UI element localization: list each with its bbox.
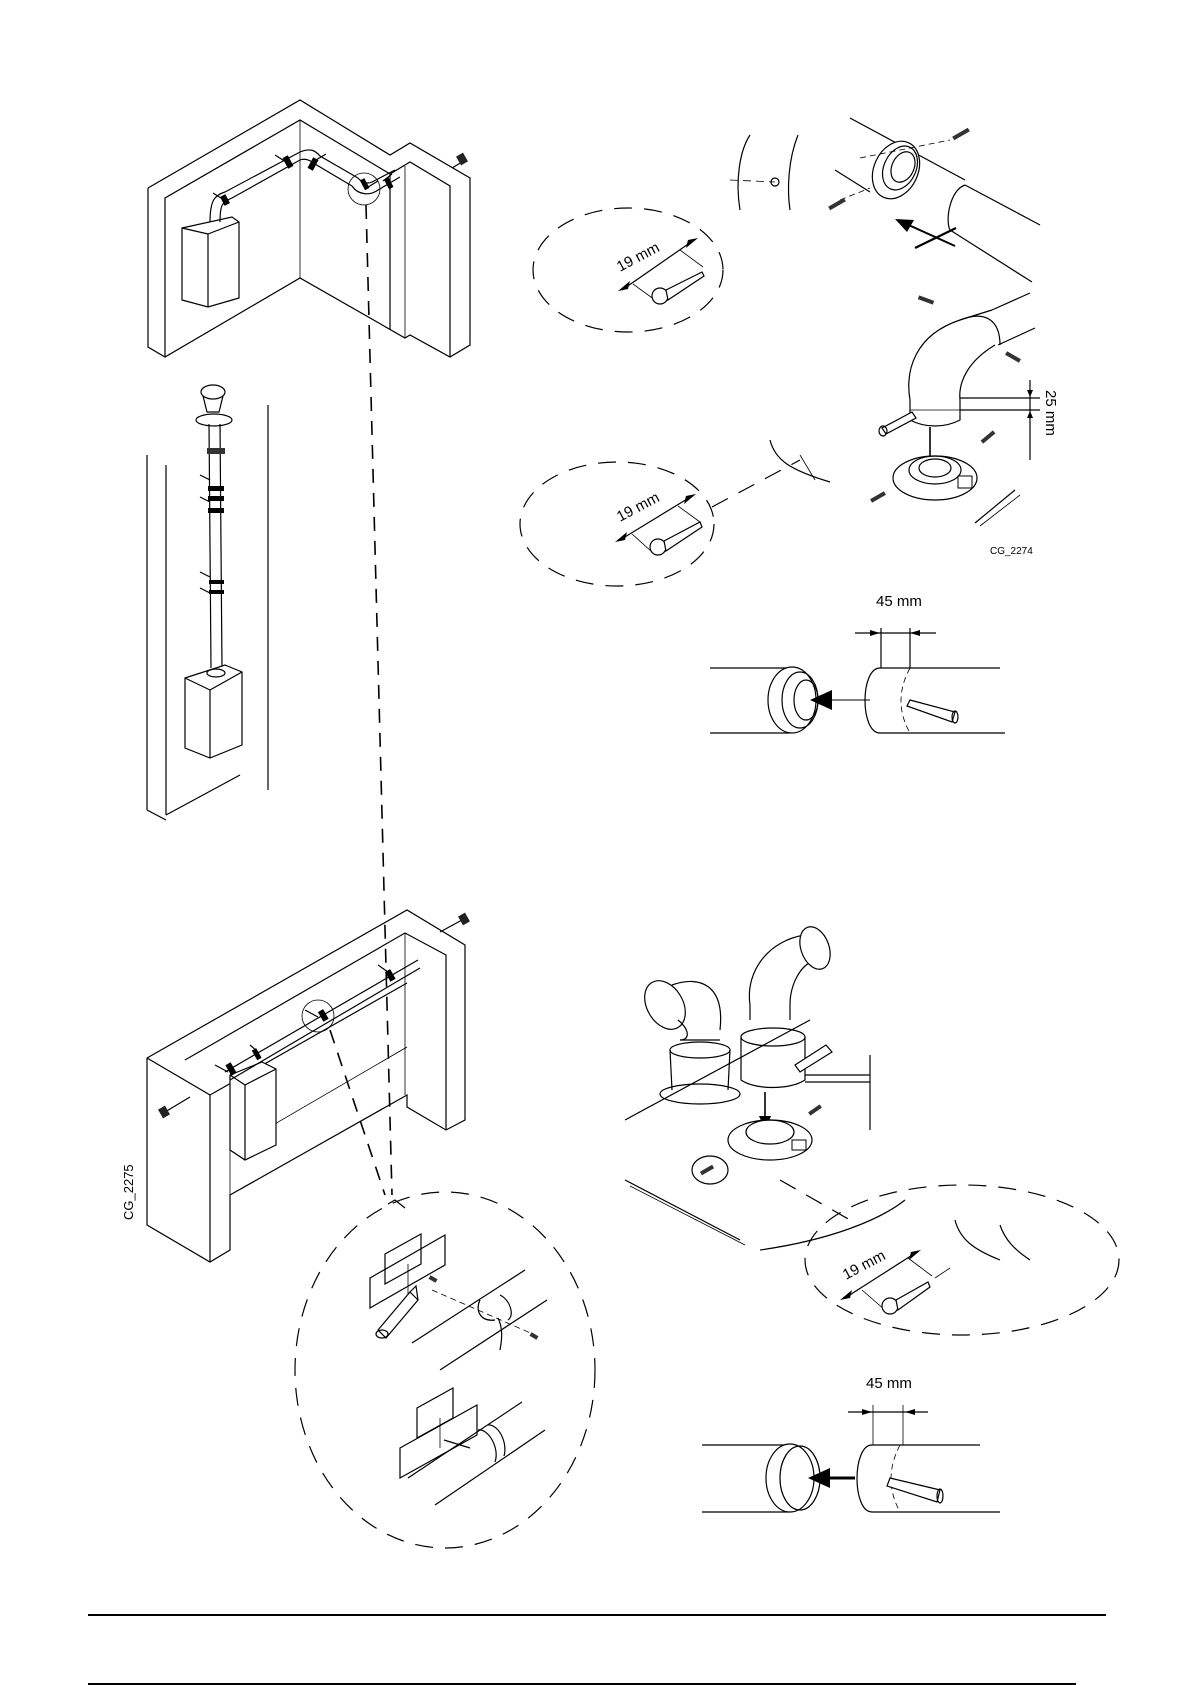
figure-code-bottom: CG_2275 bbox=[121, 1164, 136, 1220]
boiler-unit bbox=[182, 217, 239, 307]
screw-length-label-3: 19 mm bbox=[840, 1247, 888, 1284]
leader-line-main bbox=[366, 205, 392, 1195]
elbow-fitting-detail: 25 mm bbox=[770, 293, 1059, 526]
figure-code-top: CG_2274 bbox=[990, 546, 1033, 557]
pipe-bracket-detail bbox=[295, 1192, 595, 1548]
elbow-offset-label: 25 mm bbox=[1042, 390, 1059, 436]
vertical-flue-installation bbox=[147, 385, 268, 820]
elbow-assembly-detail bbox=[625, 923, 905, 1250]
pipe-mark-label-1: 45 mm bbox=[876, 593, 922, 610]
screw-callout-2: 19 mm bbox=[520, 460, 800, 586]
boiler-unit-wall bbox=[230, 1062, 276, 1160]
detail-highlight-circle bbox=[348, 173, 380, 205]
screw-length-label-1: 19 mm bbox=[614, 239, 662, 276]
boiler-unit-vertical bbox=[185, 665, 242, 758]
adaptor-extension-detail bbox=[730, 118, 1040, 282]
flue-pipe bbox=[210, 150, 468, 222]
screw-length-label-2: 19 mm bbox=[614, 489, 662, 526]
extension-joint-detail-2: 45 mm bbox=[702, 1375, 1000, 1512]
screw-callout-1: 19 mm bbox=[533, 208, 723, 332]
recessed-wall-installation bbox=[147, 910, 470, 1262]
pipe-mark-label-2: 45 mm bbox=[866, 1375, 912, 1392]
screw-callout-3: 19 mm bbox=[805, 1185, 1119, 1335]
corner-wall-installation bbox=[148, 100, 470, 357]
detail-highlight-circle-2 bbox=[302, 1000, 334, 1032]
extension-joint-detail-1: 45 mm bbox=[710, 593, 1005, 733]
